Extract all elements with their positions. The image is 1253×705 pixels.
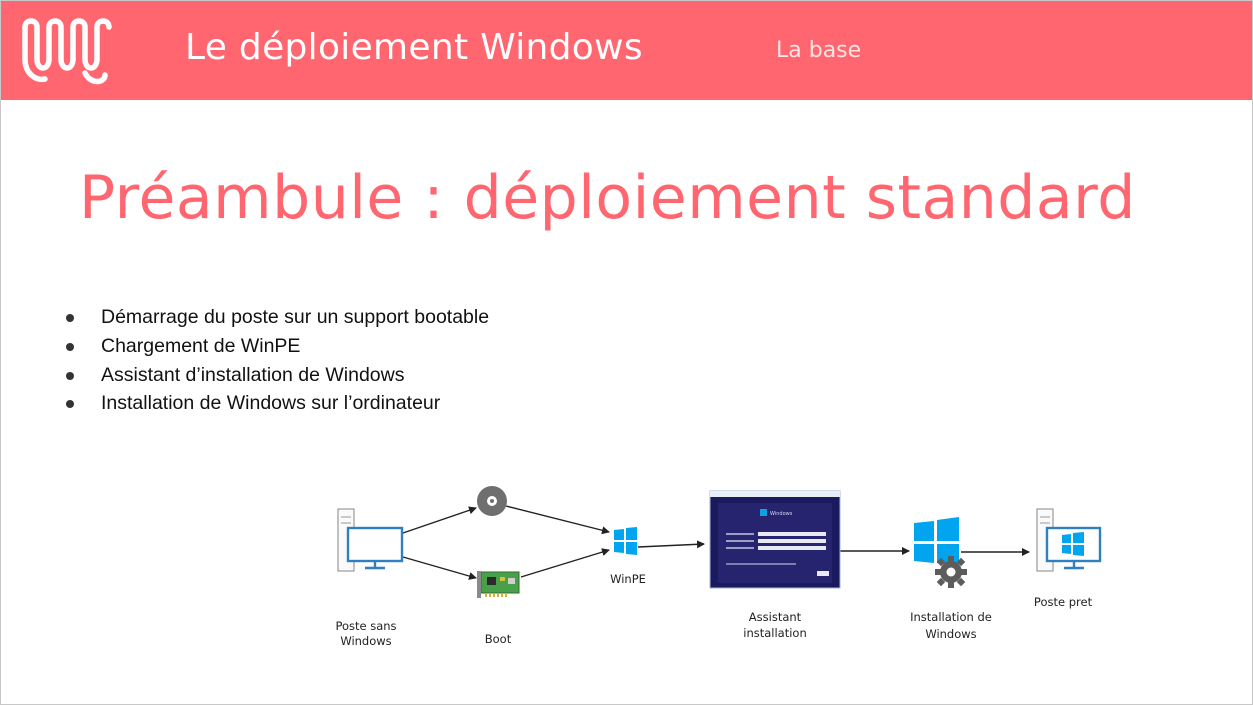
desktop-computer-icon: [337, 508, 404, 572]
windows-logo-icon: [614, 527, 637, 555]
bullet-item: Démarrage du poste sur un support bootab…: [63, 303, 489, 332]
slide-title: Préambule : déploiement standard: [79, 163, 1136, 233]
bullet-text: Assistant d’installation de Windows: [101, 363, 405, 386]
arrow-poste-dvd: [402, 506, 477, 534]
header-title: Le déploiement Windows: [185, 27, 643, 68]
arrow-dvd-winpe: [505, 505, 610, 535]
bullet-item: Chargement de WinPE: [63, 332, 489, 361]
windows-desktop-icon: [1036, 508, 1102, 572]
bullet-item: Assistant d’installation de Windows: [63, 361, 489, 390]
arrow-winpe-assistant: [637, 540, 705, 549]
label-poste-pret: Poste pret: [1034, 595, 1093, 609]
dvd-disc-icon: [477, 486, 507, 516]
header-bar: Le déploiement Windows La base: [1, 1, 1252, 100]
label-poste-sans-line1: Poste sans: [335, 619, 396, 633]
bullet-dot-icon: [66, 400, 74, 409]
bullet-text: Chargement de WinPE: [101, 334, 301, 357]
label-installation-line1: Installation de: [910, 610, 992, 624]
flow-arrows: [402, 505, 1030, 580]
label-boot: Boot: [485, 632, 512, 646]
brand-wave-logo: [22, 18, 112, 85]
label-assistant-line1: Assistant: [749, 610, 802, 624]
bullet-dot-icon: [66, 342, 74, 351]
bullet-text: Démarrage du poste sur un support bootab…: [101, 306, 490, 328]
network-card-icon: [477, 571, 520, 598]
label-installation-line2: Windows: [925, 627, 976, 641]
setup-window-icon: Windows: [709, 490, 841, 589]
windows-gear-icon: [914, 517, 967, 588]
label-assistant-line2: installation: [743, 626, 807, 640]
bullet-dot-icon: [66, 371, 74, 380]
bullet-dot-icon: [66, 314, 74, 322]
label-poste-sans-line2: Windows: [340, 634, 391, 648]
arrow-boot-winpe: [520, 548, 610, 578]
bullet-list: Démarrage du poste sur un support bootab…: [63, 303, 489, 418]
label-winpe: WinPE: [610, 572, 646, 586]
bullet-text: Installation de Windows sur l’ordinateur: [101, 392, 441, 415]
setup-brand: Windows: [770, 511, 793, 517]
bullet-item: Installation de Windows sur l’ordinateur: [63, 389, 489, 418]
deployment-diagram: Poste sans Windows Boot: [335, 486, 1102, 648]
arrow-poste-boot: [402, 556, 477, 580]
header-subtitle: La base: [776, 38, 862, 63]
